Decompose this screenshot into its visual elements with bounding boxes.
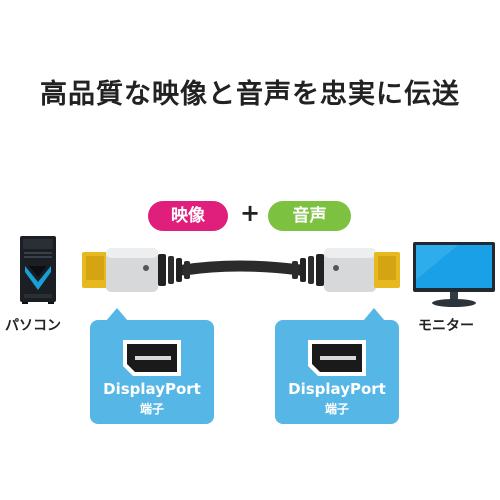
callout-tail [106,308,128,321]
headline: 高品質な映像と音声を忠実に伝送 [40,79,460,110]
port-title: DisplayPort [288,380,386,398]
port-subtitle: 端子 [139,402,164,416]
port-subtitle: 端子 [324,402,349,416]
video-tag: 映像 [148,201,228,231]
pc-tower-icon [20,236,56,304]
port-title: DisplayPort [103,380,201,398]
port-callout-left: DisplayPort 端子 [90,308,214,424]
audio-tag: 音声 [268,201,351,231]
monitor-icon [413,242,495,307]
port-callout-right: DisplayPort 端子 [275,308,399,424]
displayport-port-icon [308,340,366,376]
monitor-label: モニター [418,318,474,334]
displayport-port-icon [123,340,181,376]
displayport-cable-icon [82,248,400,292]
pc-label: パソコン [5,318,61,334]
plus-sign: + [239,199,261,227]
callout-tail [363,308,385,321]
